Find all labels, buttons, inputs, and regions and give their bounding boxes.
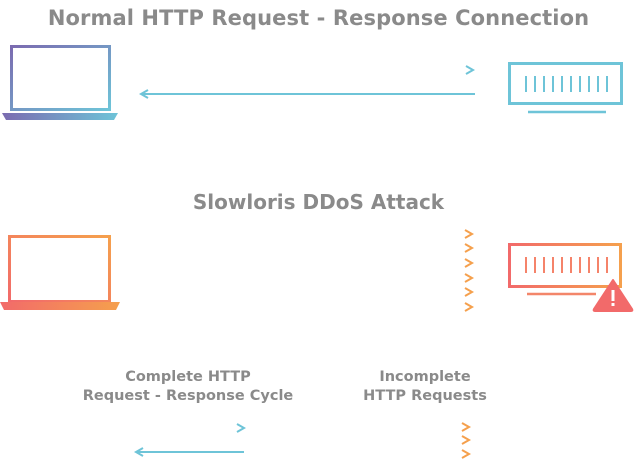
legend-complete-line2: Request - Response Cycle — [82, 388, 294, 404]
attacked-server-icon — [508, 243, 622, 296]
incomplete-request-arrows — [139, 229, 475, 312]
server-icon — [508, 62, 623, 114]
legend-incomplete-label: Incomplete HTTP Requests — [330, 368, 520, 406]
legend-complete-line1: Complete HTTP — [125, 369, 251, 385]
incomplete-request-arrow — [139, 273, 475, 283]
incomplete-request-arrow — [139, 258, 475, 268]
legend-incomplete-arrows — [372, 422, 472, 459]
normal-request-arrow — [140, 65, 476, 75]
legend-complete-arrows — [133, 423, 247, 457]
legend-complete-label: Complete HTTP Request - Response Cycle — [70, 368, 306, 406]
incomplete-request-arrow — [139, 229, 475, 239]
attacker-laptop-icon — [0, 235, 120, 310]
incomplete-request-arrow — [139, 243, 475, 253]
incomplete-request-arrow — [139, 287, 475, 297]
laptop-icon — [2, 45, 118, 120]
warning-icon — [592, 279, 634, 312]
slowloris-attack-title: Slowloris DDoS Attack — [192, 190, 445, 214]
normal-connection-title: Normal HTTP Request - Response Connectio… — [47, 6, 590, 30]
incomplete-request-arrow — [139, 302, 475, 312]
legend-incomplete-line2: HTTP Requests — [363, 388, 487, 404]
legend-incomplete-line1: Incomplete — [379, 369, 471, 385]
normal-response-arrow — [138, 89, 475, 99]
